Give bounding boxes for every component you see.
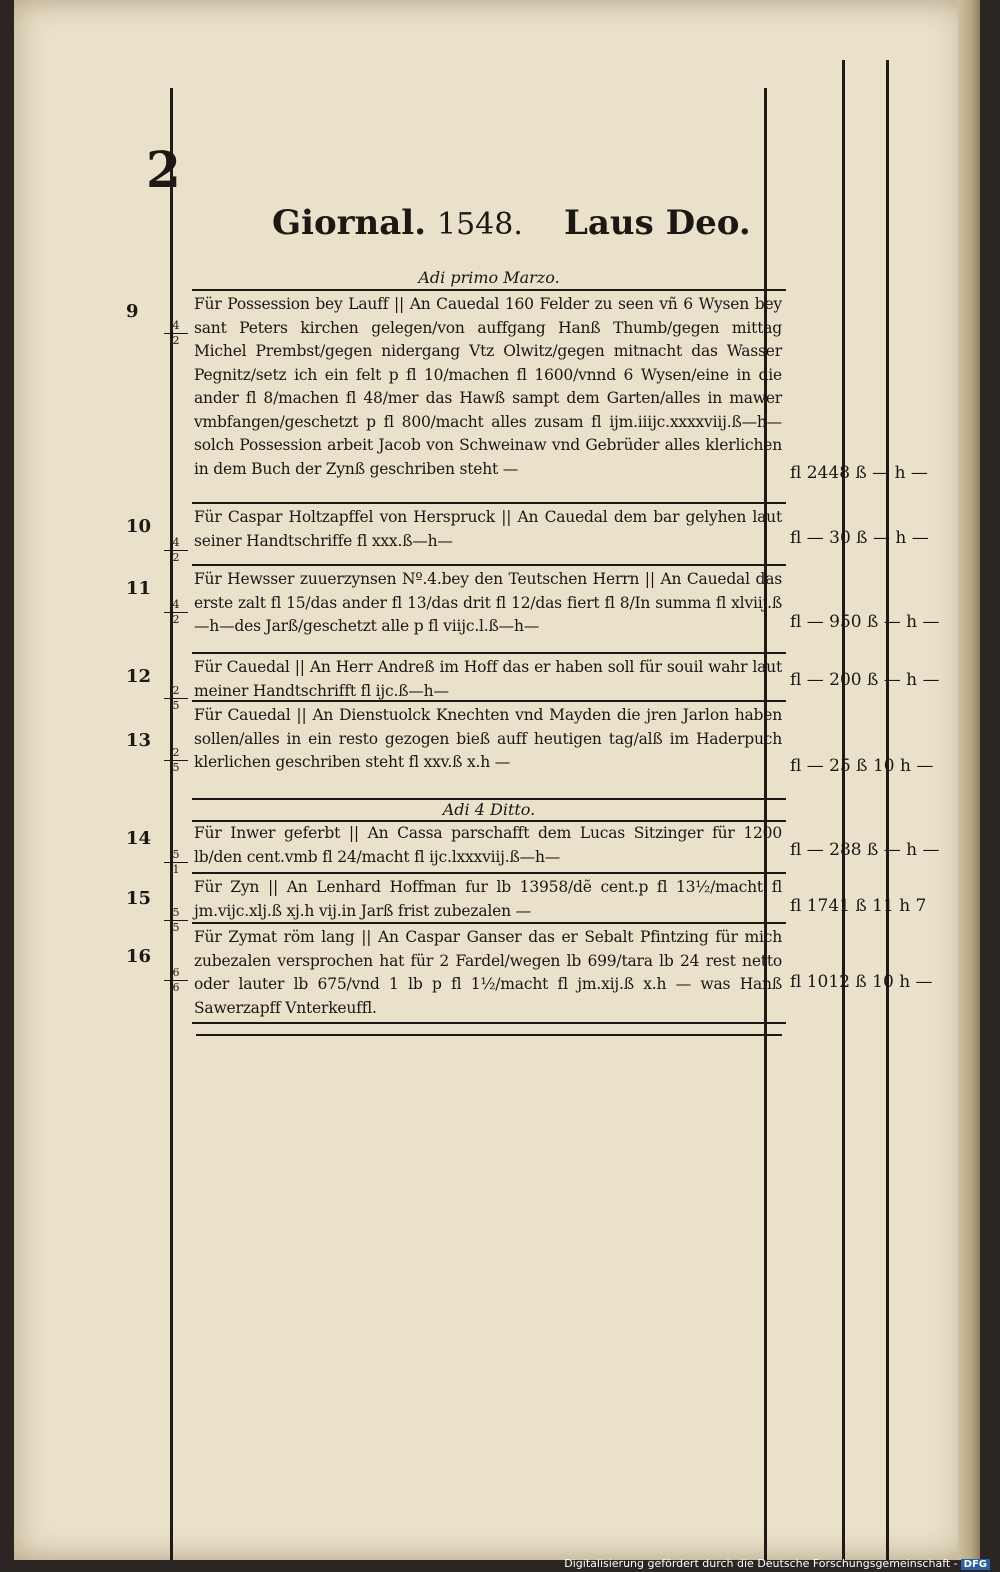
folio-bottom: 2	[172, 551, 180, 564]
folio-bottom: 6	[172, 981, 180, 994]
folio-reference: 2 5	[164, 746, 188, 774]
entry-amount: fl 2448 ß — h —	[790, 463, 928, 483]
ledger-page: 2 Giornal. 1548. Laus Deo. Adi primo Mar…	[14, 0, 980, 1560]
entry-text: Für Caspar Holtzapffel von Herspruck || …	[194, 508, 782, 550]
folio-reference: 2 5	[164, 684, 188, 712]
entry-rule	[192, 872, 786, 874]
section-date: Adi 4 Ditto.	[442, 800, 536, 819]
entry-text: Für Cauedal || An Herr Andreß im Hoff da…	[194, 658, 782, 700]
entry-amount: fl — 288 ß — h —	[790, 840, 940, 860]
entry-rule	[192, 564, 786, 566]
folio-reference: 6 6	[164, 966, 188, 994]
page-edge	[958, 0, 980, 1560]
folio-top: 5	[172, 906, 180, 919]
entry-number: 12	[126, 666, 152, 687]
entry-number: 13	[126, 730, 152, 751]
entry-amount: fl — 200 ß — h —	[790, 670, 940, 690]
folio-top: 5	[172, 848, 180, 861]
folio-top: 4	[172, 598, 180, 611]
entry-rule	[192, 652, 786, 654]
folio-reference: 5 1	[164, 848, 188, 876]
entry-number: 11	[126, 578, 152, 599]
entry-rule	[192, 700, 786, 702]
header-year: 1548.	[437, 207, 523, 242]
folio-top: 2	[172, 746, 180, 759]
entry-rule	[192, 922, 786, 924]
folio-reference: 4 2	[164, 598, 188, 626]
folio-top: 4	[172, 319, 180, 332]
section-date: Adi primo Marzo.	[418, 268, 560, 287]
entry-text: Für Possession bey Lauff || An Cauedal 1…	[194, 295, 782, 478]
page-number: 2	[146, 140, 181, 199]
entry-text: Für Cauedal || An Dienstuolck Knechten v…	[194, 706, 782, 771]
folio-bottom: 5	[172, 761, 180, 774]
entry-amount: fl — 30 ß — h —	[790, 528, 929, 548]
folio-bottom: 5	[172, 699, 180, 712]
margin-rule-left	[170, 88, 173, 1560]
text-column-rule	[764, 88, 767, 1560]
entry-number: 16	[126, 946, 152, 967]
closing-rule	[196, 1034, 782, 1036]
entry-text: Für Hewsser zuuerzynsen Nº.4.bey den Teu…	[194, 570, 782, 635]
folio-bottom: 2	[172, 613, 180, 626]
credit-text: Digitalisierung gefördert durch die Deut…	[564, 1557, 958, 1570]
entry-rule	[192, 798, 786, 800]
header-motto: Laus Deo.	[564, 203, 751, 243]
folio-top: 2	[172, 684, 180, 697]
entry-text: Für Inwer geferbt || An Cassa parschafft…	[194, 824, 782, 866]
entry-number: 10	[126, 516, 152, 537]
entry-rule	[192, 820, 786, 822]
entry-rule	[192, 502, 786, 504]
folio-reference: 4 2	[164, 319, 188, 347]
amount-column-rule	[842, 60, 845, 1560]
digitization-credit: Digitalisierung gefördert durch die Deut…	[564, 1557, 990, 1570]
entry-number: 15	[126, 888, 152, 909]
entry-rule	[192, 289, 786, 291]
entry-amount: fl 1741 ß 11 h 7	[790, 896, 927, 916]
entry-text: Für Zymat röm lang || An Caspar Ganser d…	[194, 928, 782, 1017]
folio-top: 4	[172, 536, 180, 549]
shilling-column-rule	[886, 60, 889, 1560]
dfg-logo: DFG	[960, 1559, 990, 1570]
entry-number: 14	[126, 828, 152, 849]
entry-amount: fl — 950 ß — h —	[790, 612, 940, 632]
entry-rule	[192, 1022, 786, 1024]
folio-bottom: 1	[172, 863, 180, 876]
entry-amount: fl 1012 ß 10 h —	[790, 972, 933, 992]
folio-top: 6	[172, 966, 180, 979]
entry-amount: fl — 25 ß 10 h —	[790, 756, 934, 776]
folio-reference: 4 2	[164, 536, 188, 564]
header-title: Giornal.	[272, 203, 427, 243]
folio-reference: 5 5	[164, 906, 188, 934]
entry-number: 9	[126, 301, 139, 322]
folio-bottom: 2	[172, 334, 180, 347]
folio-bottom: 5	[172, 921, 180, 934]
entry-text: Für Zyn || An Lenhard Hoffman fur lb 139…	[194, 878, 782, 920]
